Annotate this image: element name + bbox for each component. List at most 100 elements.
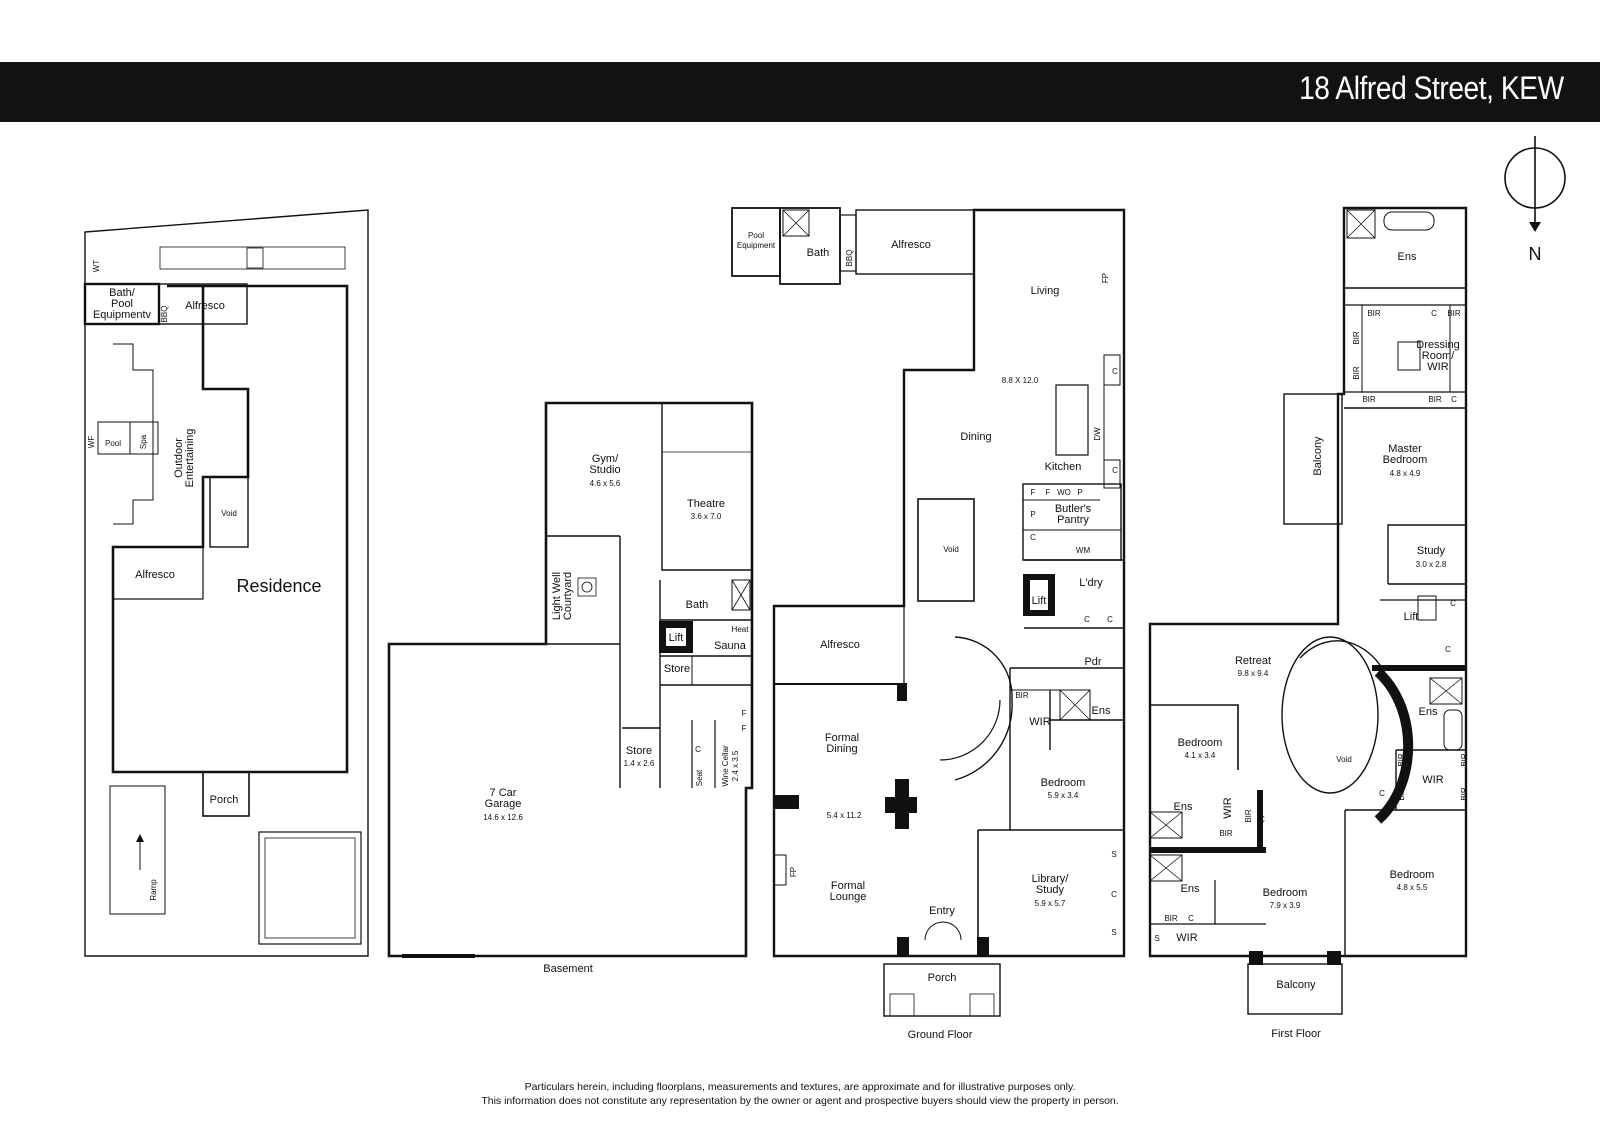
ground-living-label: Living (1031, 285, 1060, 297)
basement-gym-dim: 4.6 x 5.6 (590, 479, 621, 488)
first-c5-label: C (1379, 789, 1385, 798)
site-pool-label: Pool (105, 439, 121, 448)
ground-fd-dim: 5.4 x 11.2 (827, 811, 862, 820)
site-porch-label: Porch (210, 794, 239, 806)
first-c2-label: C (1451, 395, 1457, 404)
basement-theatre-label: Theatre (687, 498, 725, 510)
ground-p1-label: P (1077, 488, 1082, 497)
ground-ens-label: Ens (1092, 705, 1111, 717)
basement-theatre-dim: 3.6 x 7.0 (691, 512, 722, 521)
site-wt-label: WT (92, 260, 101, 273)
first-bedroom1-label: Bedroom (1178, 737, 1223, 749)
basement-f2-label: F (742, 724, 747, 733)
ground-wo-label: WO (1057, 488, 1071, 497)
ground-entry-label: Entry (929, 905, 955, 917)
ground-s1-label: S (1111, 850, 1116, 859)
disclaimer: Particulars herein, including floorplans… (0, 1080, 1600, 1108)
basement-seat-label: Seat (695, 769, 704, 786)
first-balcony-side-label: Balcony (1312, 436, 1324, 476)
basement-garage-dim: 14.6 x 12.6 (483, 813, 523, 822)
first-bedroom2-dim: 7.9 x 3.9 (1270, 901, 1301, 910)
ground-bath-top-label: Bath (807, 247, 830, 259)
disclaimer-line-2: This information does not constitute any… (481, 1095, 1119, 1107)
ground-kitchen-label: Kitchen (1045, 461, 1082, 473)
basement-title: Basement (543, 963, 593, 975)
basement-lightwell-label: Light WellCourtyard (551, 572, 574, 620)
ground-bedroom-label: Bedroom (1041, 777, 1086, 789)
ground-s2-label: S (1111, 928, 1116, 937)
ground-living-dim: 8.8 X 12.0 (1002, 376, 1039, 385)
first-s-label: S (1154, 934, 1159, 943)
ground-c2-label: C (1112, 466, 1118, 475)
ground-floor-title: Ground Floor (908, 1029, 973, 1041)
basement-c-label: C (695, 745, 701, 754)
site-plan (83, 209, 369, 957)
ground-floor-plan (731, 207, 1126, 1017)
ground-lift-label: Lift (1032, 595, 1047, 607)
basement-gym-label: Gym/Studio (589, 453, 620, 476)
ground-wir-label: WIR (1029, 716, 1050, 728)
first-c7-label: C (1188, 914, 1194, 923)
ground-library-label: Library/Study (1032, 873, 1070, 896)
first-wir3-label: WIR (1176, 932, 1197, 944)
first-wir2-label: WIR (1222, 797, 1234, 818)
basement-wine-label: Wine Cellar (721, 745, 730, 787)
site-alfresco-left-label: Alfresco (135, 569, 175, 581)
first-retreat-label: Retreat (1235, 655, 1271, 667)
disclaimer-line-1: Particulars herein, including floorplans… (524, 1081, 1076, 1093)
ground-library-dim: 5.9 x 5.7 (1035, 899, 1066, 908)
first-c3-label: C (1450, 599, 1456, 608)
first-bir-v2-label: BIR (1352, 366, 1361, 380)
first-bir8-label: BIR (1244, 809, 1253, 823)
first-bedroom1-dim: 4.1 x 3.4 (1185, 751, 1216, 760)
ground-f1-label: F (1031, 488, 1036, 497)
compass-north-label: N (1529, 244, 1542, 264)
site-void-label: Void (221, 509, 237, 518)
site-outdoor-label: OutdoorEntertaining (173, 429, 196, 488)
site-ramp-label: Ramp (149, 879, 158, 901)
basement-heat-label: Heat (732, 625, 750, 634)
ground-c1-label: C (1112, 367, 1118, 376)
basement-wine-dim: 2.4 x 3.5 (731, 750, 740, 781)
first-floor-title: First Floor (1271, 1028, 1321, 1040)
first-ens2-label: Ens (1419, 706, 1438, 718)
ground-c3-label: C (1030, 533, 1036, 542)
site-bbq-label: BBQ (160, 306, 169, 323)
ground-porch-label: Porch (928, 972, 957, 984)
ground-fp-top-label: FP (1101, 273, 1110, 283)
site-residence-label: Residence (236, 576, 321, 596)
ground-fp-label: FP (789, 867, 798, 877)
first-master-dim: 4.8 x 4.9 (1390, 469, 1421, 478)
first-floor-plan (1148, 206, 1468, 1015)
ground-c5-label: C (1107, 615, 1113, 624)
first-lift-label: Lift (1404, 611, 1419, 623)
basement-f1-label: F (742, 709, 747, 718)
first-bir9-label: BIR (1219, 829, 1233, 838)
first-ens3-label: Ens (1174, 801, 1193, 813)
basement-plan (387, 401, 754, 958)
ground-alfresco-label: Alfresco (820, 639, 860, 651)
header-bar: 18 Alfred Street, KEW (0, 62, 1600, 122)
first-bir11-label: BIR (1460, 787, 1469, 801)
basement-lift-label: Lift (669, 632, 684, 644)
first-bir2-label: BIR (1447, 309, 1461, 318)
ground-ldry-label: L'dry (1079, 577, 1103, 589)
first-ens4-label: Ens (1181, 883, 1200, 895)
ground-p2-label: P (1030, 510, 1035, 519)
ground-dining-label: Dining (960, 431, 991, 443)
first-balcony-label: Balcony (1276, 979, 1316, 991)
first-bir7-label: BIR (1460, 753, 1469, 767)
first-bir4-label: BIR (1428, 395, 1442, 404)
ground-void-label: Void (943, 545, 959, 554)
first-wir1-label: WIR (1422, 774, 1443, 786)
basement-store2-label: Store (626, 745, 652, 757)
first-study-label: Study (1417, 545, 1446, 557)
basement-store2-dim: 1.4 x 2.6 (624, 759, 655, 768)
first-void-label: Void (1336, 755, 1352, 764)
